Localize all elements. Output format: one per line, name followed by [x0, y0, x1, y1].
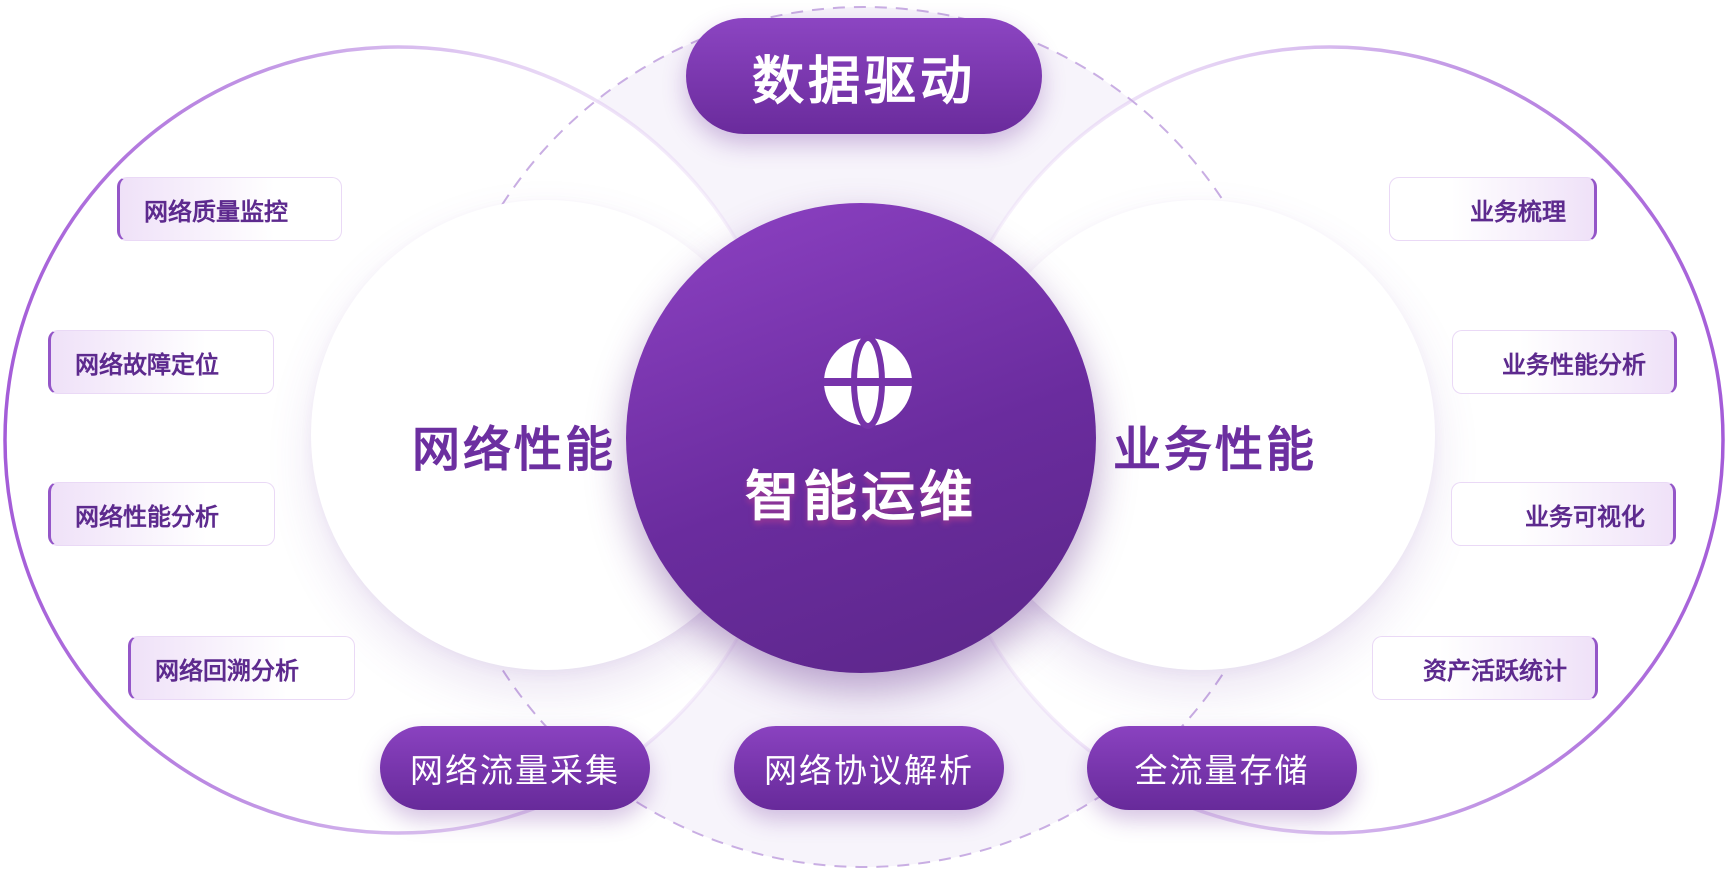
pill-network-traffic-collection: 网络流量采集: [380, 726, 650, 810]
intelligent-ops-title: 智能运维: [745, 465, 977, 528]
tag-business-sorting: 业务梳理: [1389, 177, 1597, 241]
tag-business-performance-analysis: 业务性能分析: [1452, 330, 1677, 394]
intelligent-ops-circle: [626, 203, 1096, 673]
globe-icon: [824, 335, 912, 429]
tag-asset-activity-statistics: 资产活跃统计: [1372, 636, 1598, 700]
tag-network-performance-analysis: 网络性能分析: [48, 482, 275, 546]
tag-network-backtrack-analysis: 网络回溯分析: [128, 636, 355, 700]
tag-network-fault-location: 网络故障定位: [48, 330, 274, 394]
tag-business-visualization: 业务可视化: [1451, 482, 1676, 546]
pill-network-protocol-parsing: 网络协议解析: [734, 726, 1004, 810]
tag-network-quality-monitoring: 网络质量监控: [117, 177, 342, 241]
network-performance-title: 网络性能: [412, 422, 617, 478]
pill-full-traffic-storage: 全流量存储: [1087, 726, 1357, 810]
business-performance-title: 业务性能: [1113, 422, 1318, 478]
data-driven-badge: 数据驱动: [686, 18, 1042, 134]
